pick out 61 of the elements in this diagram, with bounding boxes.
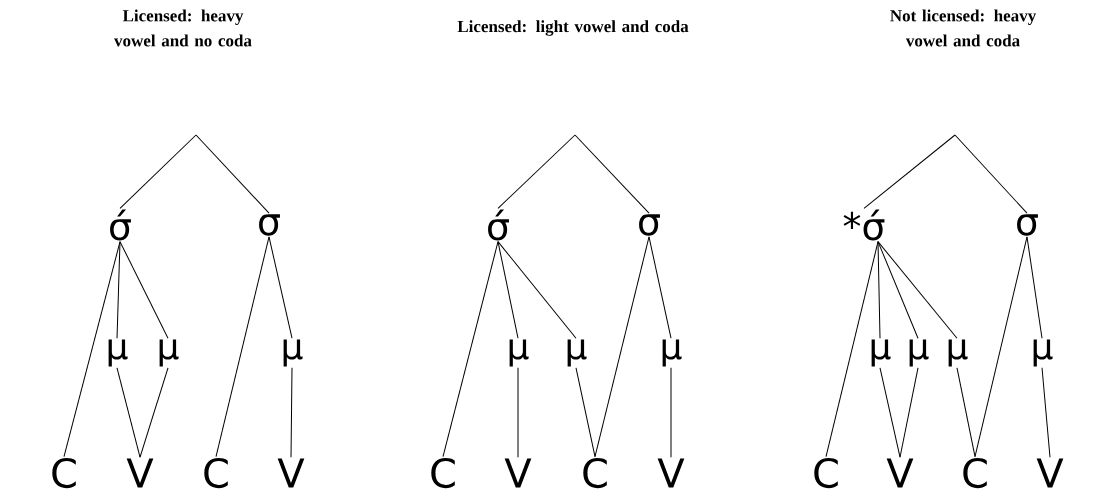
branch-line <box>116 367 141 458</box>
branch-line <box>877 241 919 339</box>
segment-letter: V <box>1036 458 1064 488</box>
mora-symbol: μ <box>662 339 682 367</box>
syllable-symbol: *σ́ <box>843 209 885 241</box>
mora-symbol: μ <box>108 339 128 367</box>
mora-symbol: μ <box>283 339 303 367</box>
branch-line <box>863 134 956 209</box>
branch-line <box>290 367 293 458</box>
branch-line <box>974 236 1028 458</box>
syllable-symbol: σ <box>639 214 660 236</box>
mora-symbol: μ <box>567 339 587 367</box>
branch-line <box>956 367 976 458</box>
segment-letter: C <box>204 457 228 489</box>
syllable-symbol: σ <box>1017 214 1038 236</box>
branch-line <box>594 236 650 458</box>
branch-line <box>442 241 499 458</box>
branch-line <box>877 241 881 339</box>
branch-line <box>877 241 958 339</box>
branch-line <box>116 241 121 339</box>
segment-letter: C <box>583 457 607 489</box>
segment-letter: C <box>814 457 838 489</box>
panel-title: Not licensed: heavy vowel and coda <box>890 9 1036 47</box>
branch-line <box>670 367 672 458</box>
branch-line <box>215 236 270 458</box>
mora-symbol: μ <box>509 339 529 367</box>
segment-letter: C <box>431 457 455 489</box>
branch-line <box>497 241 519 339</box>
branch-line <box>879 367 901 458</box>
branch-line <box>139 367 169 458</box>
segment-letter: V <box>277 458 305 488</box>
syllable-symbol: σ́ <box>110 209 131 241</box>
branch-line <box>497 134 576 209</box>
branch-line <box>195 134 270 214</box>
segment-letter: C <box>52 457 76 489</box>
segment-letter: V <box>126 458 154 488</box>
branch-line <box>119 134 197 209</box>
panel-title: Licensed: heavy vowel and no coda <box>114 9 252 47</box>
branch-line <box>268 236 293 339</box>
branch-line <box>517 367 519 458</box>
branch-line <box>119 241 169 339</box>
branch-line <box>1026 236 1043 339</box>
segment-letter: V <box>504 458 532 488</box>
syllable-symbol: σ <box>259 214 280 236</box>
mora-symbol: μ <box>909 339 929 367</box>
branch-line <box>497 241 577 339</box>
segment-letter: V <box>886 458 914 488</box>
branch-line <box>954 134 1028 214</box>
branch-line <box>1041 367 1051 458</box>
mora-symbol: μ <box>871 339 891 367</box>
segment-letter: V <box>657 458 685 488</box>
mora-symbol: μ <box>159 339 179 367</box>
segment-letter: C <box>963 457 987 489</box>
branch-line <box>574 134 650 214</box>
branch-line <box>899 367 919 458</box>
mora-symbol: μ <box>1033 339 1053 367</box>
branch-line <box>648 236 672 339</box>
panel-title: Licensed: light vowel and coda <box>457 20 689 36</box>
branch-line <box>575 367 596 458</box>
syllable-symbol: σ́ <box>488 209 509 241</box>
mora-symbol: μ <box>948 339 968 367</box>
